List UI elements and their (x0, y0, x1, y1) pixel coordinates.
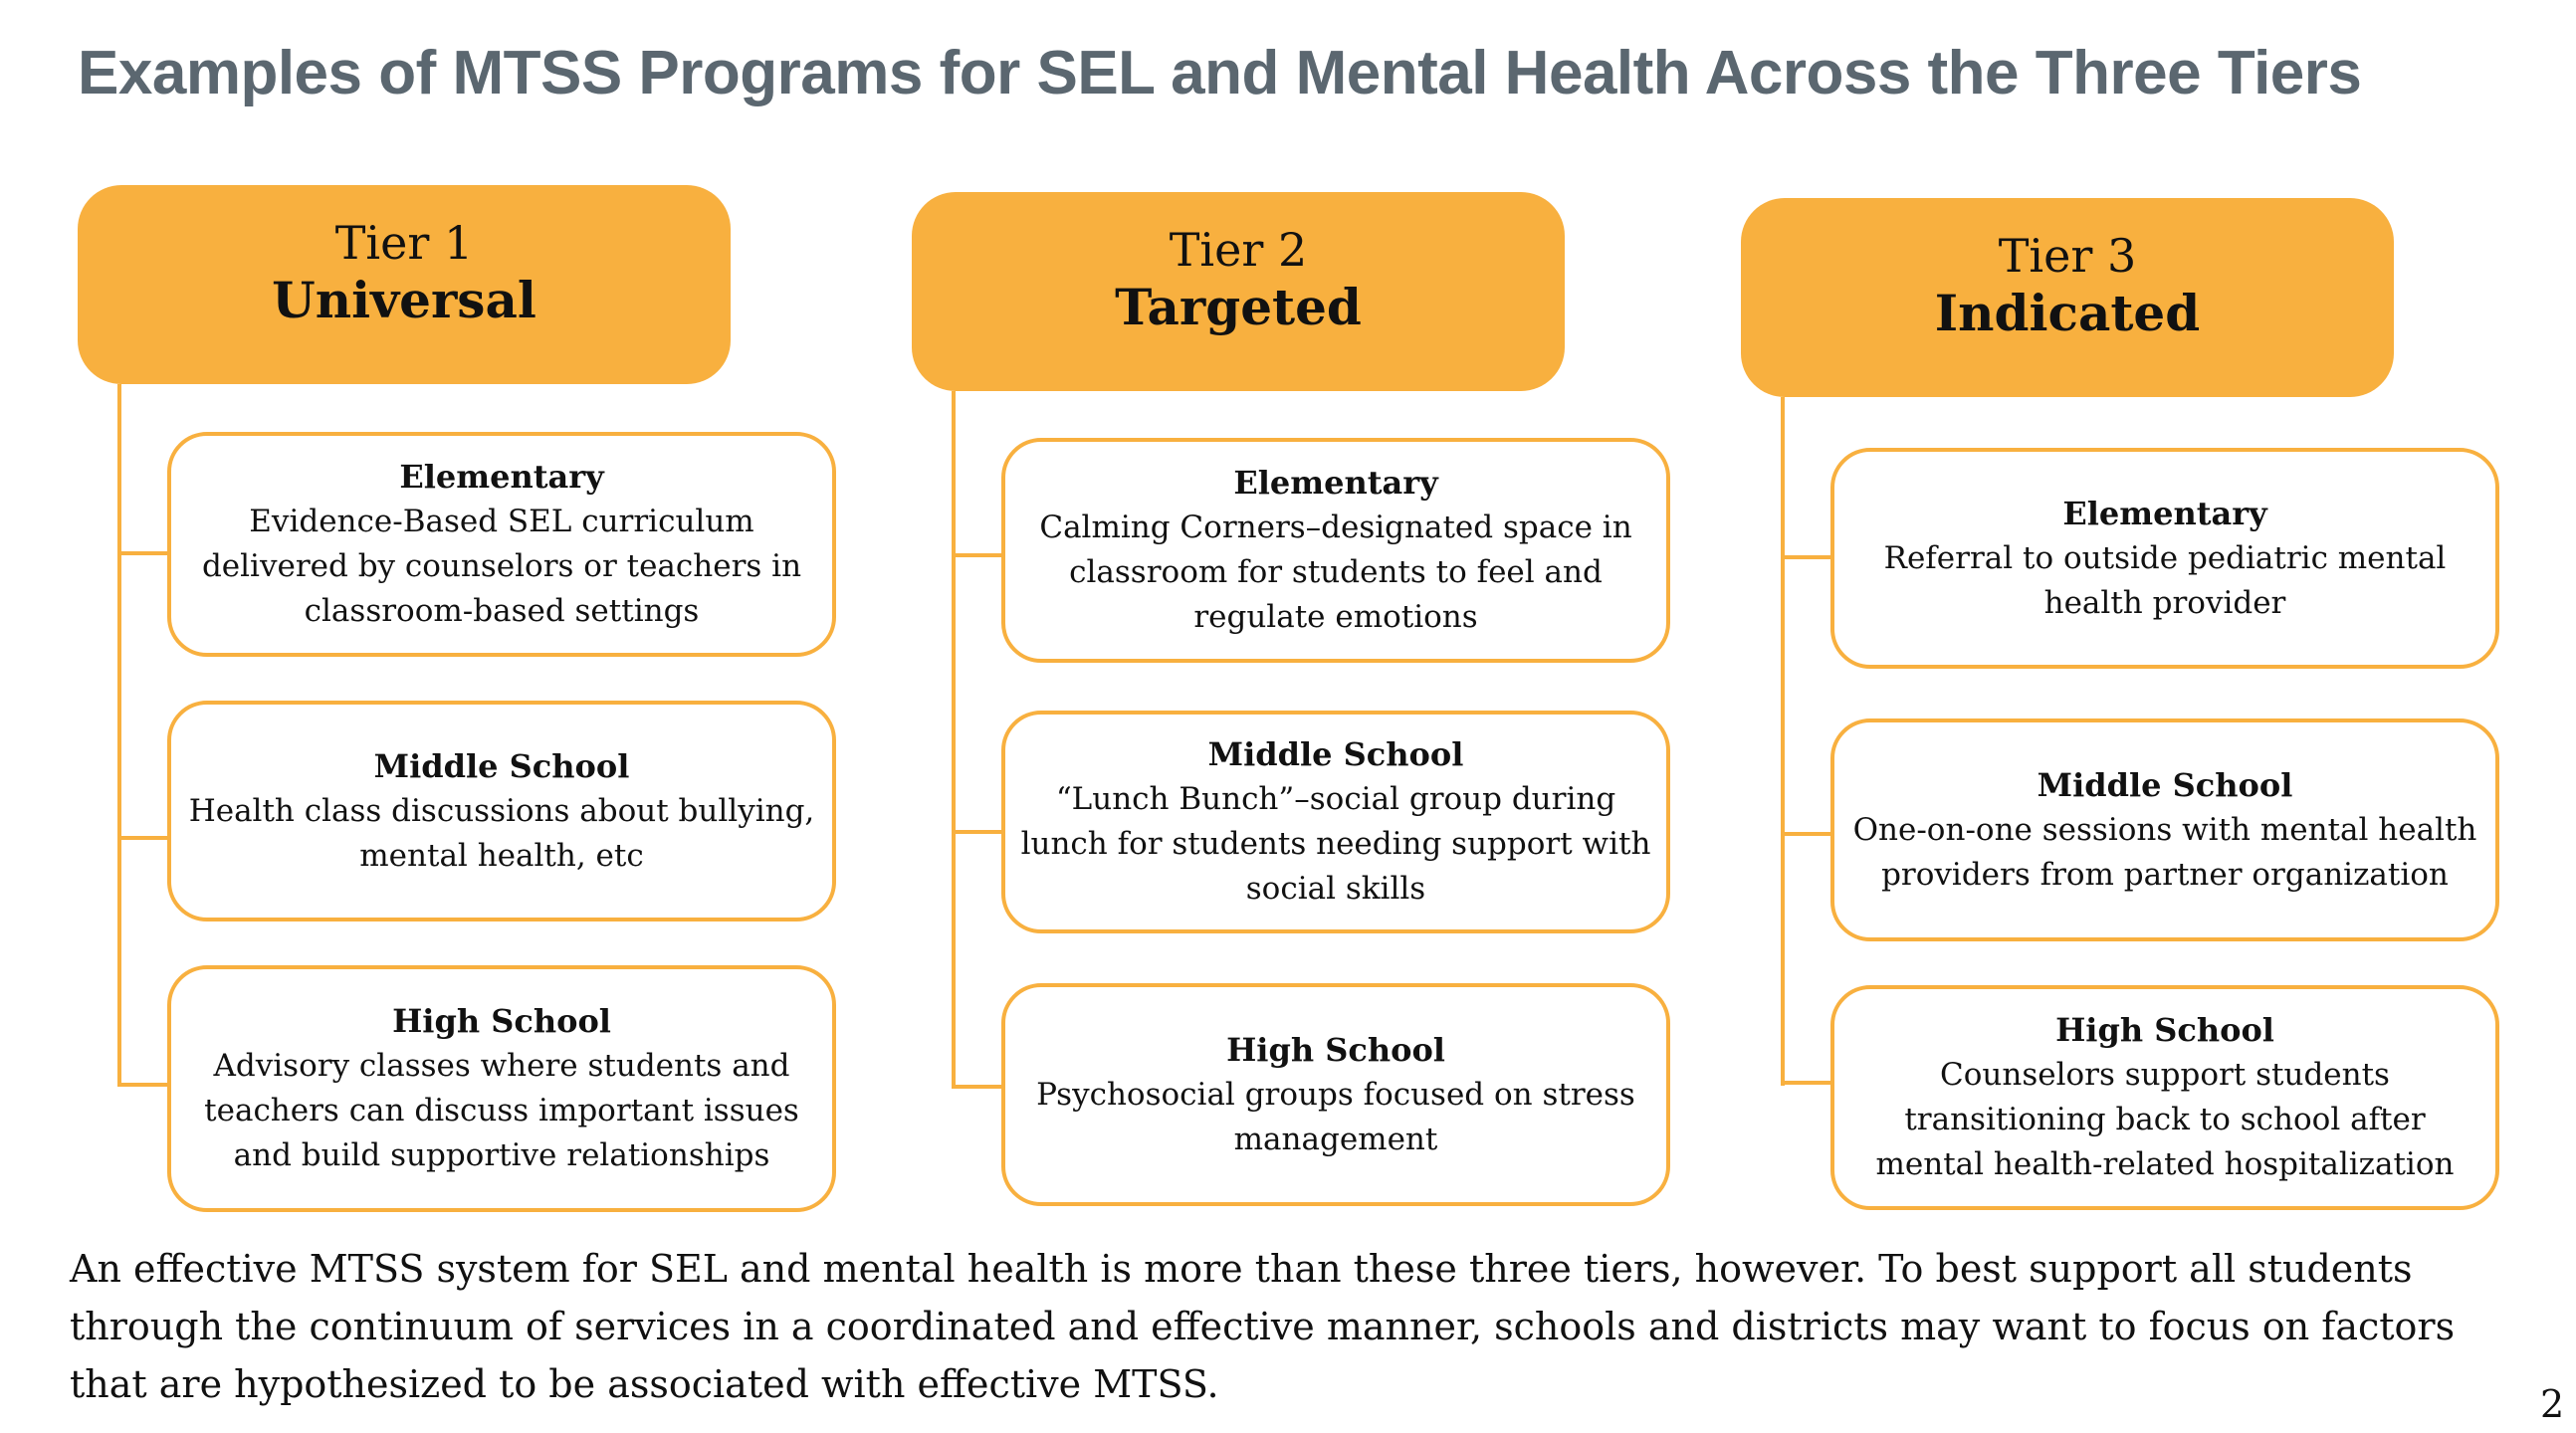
tier-2-high-school-card: High School Psychosocial groups focused … (1001, 983, 1670, 1206)
connector-branch (1781, 555, 1830, 559)
connector-branch (952, 1085, 1001, 1089)
level-title: Elementary (399, 458, 604, 496)
page-number: 2 (2540, 1382, 2565, 1426)
level-description: Referral to outside pediatric mental hea… (1883, 539, 2447, 621)
tier-3-middle-school-card: Middle School One-on-one sessions with m… (1830, 718, 2499, 941)
tier-number: Tier 1 (334, 216, 474, 270)
tier-1-middle-school-card: Middle School Health class discussions a… (167, 701, 836, 921)
connector-branch (1781, 1081, 1830, 1085)
connector-line (117, 384, 121, 1085)
connector-branch (1781, 832, 1830, 836)
level-title: Elementary (1233, 464, 1438, 502)
tier-column-2: Tier 2 Targeted Elementary Calming Corne… (912, 0, 1708, 1224)
tier-2-header: Tier 2 Targeted (912, 192, 1565, 391)
level-title: High School (2055, 1011, 2274, 1049)
level-title: High School (392, 1002, 611, 1040)
level-description: Advisory classes where students and teac… (204, 1048, 799, 1173)
tier-name: Targeted (1115, 278, 1362, 336)
level-description: One-on-one sessions with mental health p… (1852, 811, 2477, 893)
tier-name: Indicated (1934, 284, 2201, 342)
tier-1-elementary-card: Elementary Evidence-Based SEL curriculum… (167, 432, 836, 657)
connector-branch (117, 836, 167, 840)
connector-branch (952, 553, 1001, 557)
tier-column-1: Tier 1 Universal Elementary Evidence-Bas… (78, 0, 874, 1224)
tier-column-3: Tier 3 Indicated Elementary Referral to … (1741, 0, 2537, 1224)
level-title: Elementary (2062, 494, 2267, 532)
level-title: Middle School (1207, 735, 1464, 773)
level-description: “Lunch Bunch”–social group during lunch … (1020, 781, 1651, 907)
level-title: High School (1226, 1030, 1445, 1069)
tier-1-high-school-card: High School Advisory classes where stude… (167, 965, 836, 1212)
summary-paragraph: An effective MTSS system for SEL and men… (70, 1247, 2456, 1406)
connector-line (1781, 397, 1785, 1086)
connector-line (952, 391, 956, 1087)
connector-branch (117, 551, 167, 555)
connector-branch (117, 1083, 167, 1087)
level-description: Psychosocial groups focused on stress ma… (1036, 1076, 1635, 1157)
level-description: Health class discussions about bullying,… (188, 792, 815, 874)
level-title: Middle School (2037, 765, 2293, 804)
tier-3-elementary-card: Elementary Referral to outside pediatric… (1830, 448, 2499, 669)
page-title: Examples of MTSS Programs for SEL and Me… (78, 39, 2362, 107)
tier-number: Tier 3 (1998, 229, 2137, 283)
level-title: Middle School (373, 746, 630, 785)
connector-branch (952, 830, 1001, 834)
tier-2-elementary-card: Elementary Calming Corners–designated sp… (1001, 438, 1670, 663)
tier-2-middle-school-card: Middle School “Lunch Bunch”–social group… (1001, 711, 1670, 933)
level-description: Evidence-Based SEL curriculum delivered … (201, 504, 802, 629)
tier-number: Tier 2 (1169, 223, 1308, 277)
tier-name: Universal (272, 271, 537, 329)
tier-3-header: Tier 3 Indicated (1741, 198, 2394, 397)
level-description: Calming Corners–designated space in clas… (1039, 510, 1632, 635)
tier-3-high-school-card: High School Counselors support students … (1830, 985, 2499, 1210)
level-description: Counselors support students transitionin… (1875, 1057, 2455, 1182)
tier-1-header: Tier 1 Universal (78, 185, 731, 384)
